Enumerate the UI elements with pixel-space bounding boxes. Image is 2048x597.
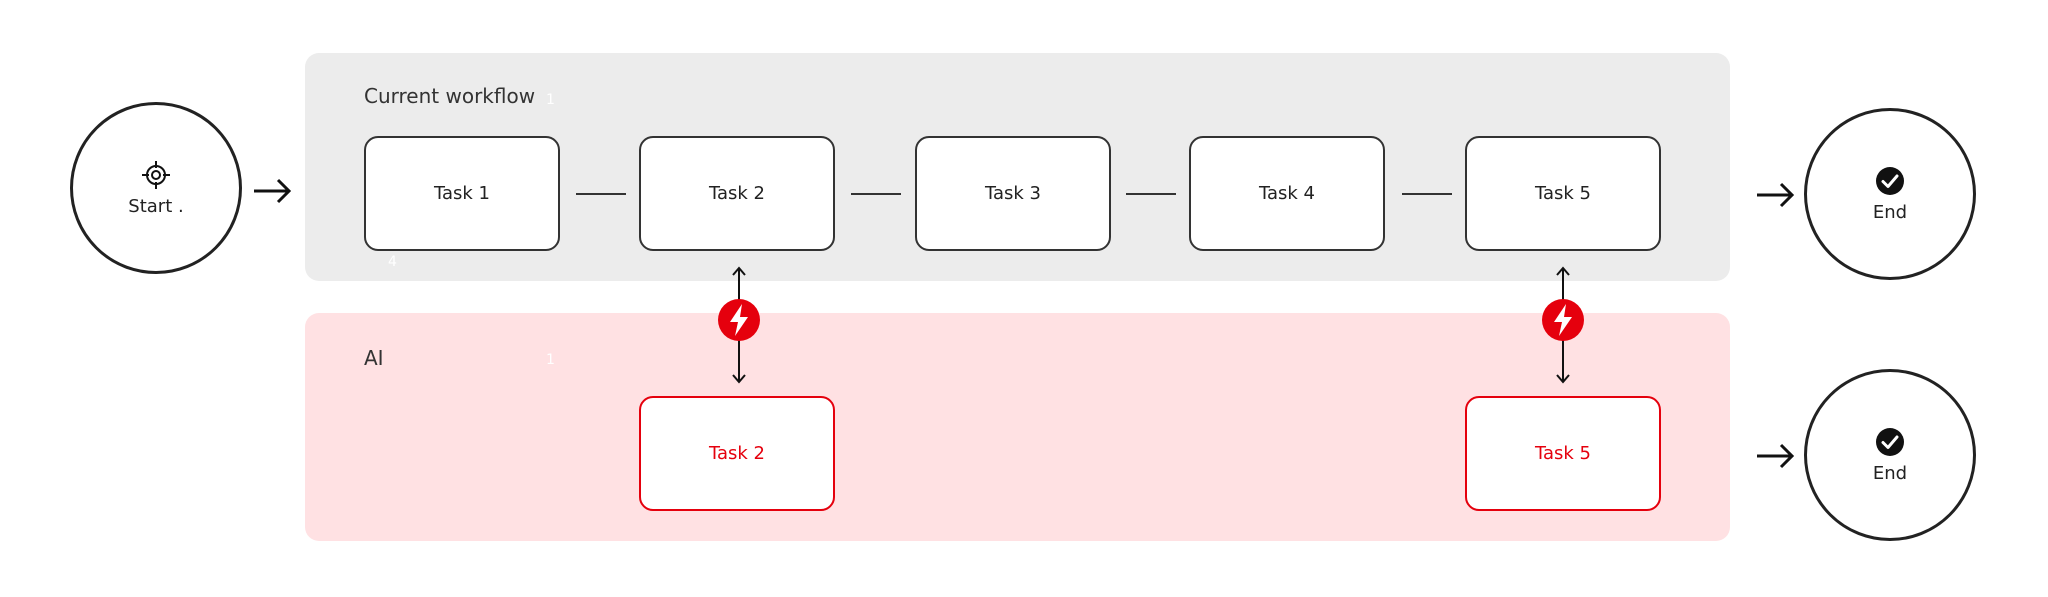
lane-marker: 1 xyxy=(546,352,555,368)
end-label: End xyxy=(1872,201,1908,223)
connector-line xyxy=(1402,193,1452,195)
arrow-right-icon xyxy=(1757,182,1795,208)
current-workflow-title: Current workflow xyxy=(364,84,536,108)
start-node[interactable]: Start . xyxy=(70,102,242,274)
task-3[interactable]: Task 3 xyxy=(915,136,1111,251)
arrow-right-icon xyxy=(254,178,292,204)
task-2[interactable]: Task 2 xyxy=(639,136,835,251)
ai-task-5[interactable]: Task 5 xyxy=(1465,396,1661,511)
connector-line xyxy=(576,193,626,195)
end-node[interactable]: End xyxy=(1804,108,1976,280)
lane-marker: 4 xyxy=(388,254,397,270)
end-node[interactable]: End xyxy=(1804,369,1976,541)
crosshair-icon xyxy=(142,160,170,189)
lane-marker: 1 xyxy=(546,92,555,108)
connector-line xyxy=(1126,193,1176,195)
check-circle-icon xyxy=(1876,427,1904,456)
ai-task-2[interactable]: Task 2 xyxy=(639,396,835,511)
lightning-bolt-icon xyxy=(718,299,760,341)
end-label: End xyxy=(1872,462,1908,484)
check-circle-icon xyxy=(1876,166,1904,195)
arrow-right-icon xyxy=(1757,443,1795,469)
lightning-bolt-icon xyxy=(1542,299,1584,341)
ai-lane-title: AI xyxy=(364,346,384,370)
task-1[interactable]: Task 1 xyxy=(364,136,560,251)
task-5[interactable]: Task 5 xyxy=(1465,136,1661,251)
connector-line xyxy=(851,193,901,195)
task-4[interactable]: Task 4 xyxy=(1189,136,1385,251)
start-label: Start . xyxy=(128,195,184,217)
